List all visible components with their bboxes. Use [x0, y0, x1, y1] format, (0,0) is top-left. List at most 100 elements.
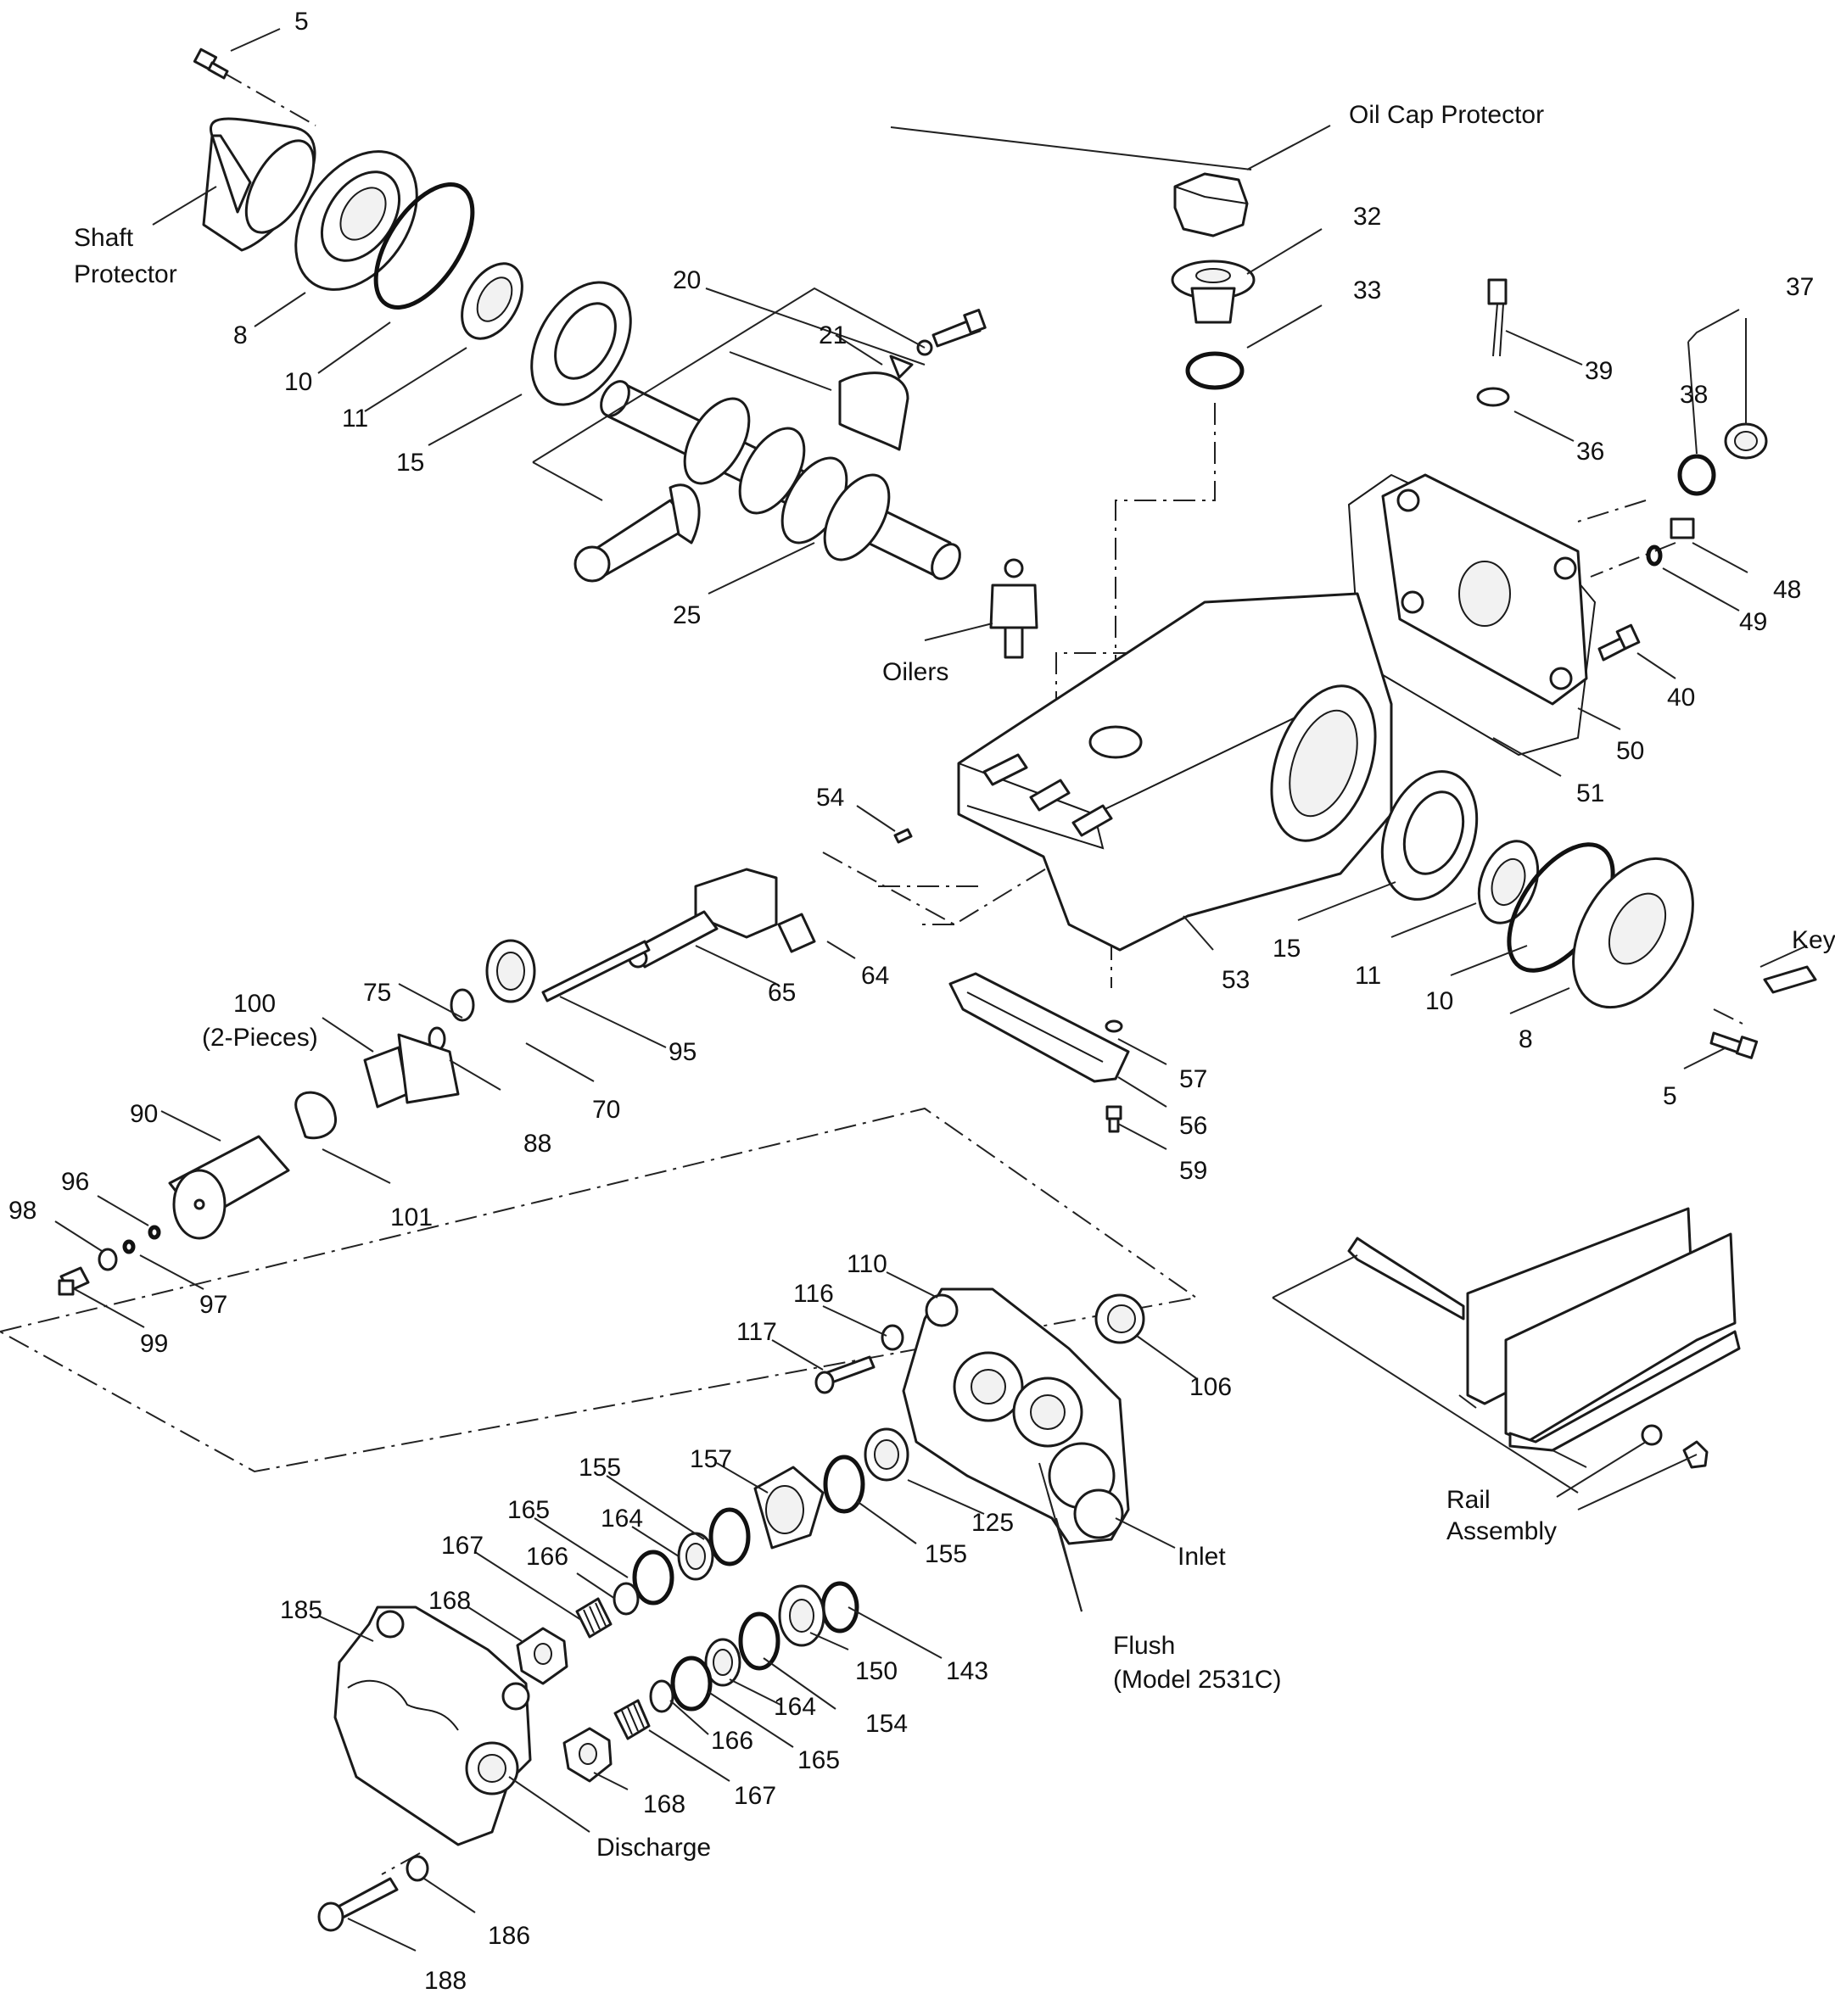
label-167-a: 167	[441, 1532, 484, 1560]
o-ring-165-b	[670, 1656, 713, 1712]
label-40: 40	[1667, 684, 1695, 712]
bearing-15-right	[1380, 770, 1479, 901]
label-185: 185	[280, 1596, 322, 1624]
label-8-left: 8	[233, 321, 248, 349]
label-21: 21	[819, 321, 847, 349]
washer-57	[1105, 1019, 1123, 1033]
oil-seal-11-left	[461, 262, 523, 340]
label-discharge: Discharge	[596, 1834, 711, 1862]
label-155-a: 155	[579, 1454, 621, 1482]
label-37: 37	[1786, 273, 1814, 301]
retainer-168-b	[562, 1727, 613, 1783]
label-117: 117	[736, 1318, 777, 1346]
bolt-117	[814, 1355, 876, 1394]
label-rail-assembly: Assembly	[1446, 1517, 1557, 1545]
label-155-b: 155	[925, 1540, 967, 1568]
shaft-protector-part	[202, 117, 316, 252]
bearing-15-left	[530, 281, 632, 406]
label-100-pieces: (2-Pieces)	[202, 1024, 318, 1052]
label-65: 65	[768, 979, 796, 1007]
label-25: 25	[673, 601, 701, 629]
oiler-part	[989, 558, 1038, 659]
bearing-cover-8-right	[1572, 857, 1694, 1009]
o-ring-10-left	[373, 182, 475, 310]
retainer-70	[485, 939, 536, 1003]
label-157: 157	[690, 1445, 732, 1473]
label-flush-model: (Model 2531C)	[1113, 1666, 1281, 1694]
label-32: 32	[1353, 203, 1381, 231]
label-165-a: 165	[507, 1496, 550, 1524]
label-70: 70	[592, 1096, 620, 1124]
label-167-b: 167	[734, 1782, 776, 1810]
manifold-110	[902, 1287, 1130, 1545]
label-166-a: 166	[526, 1543, 568, 1571]
label-150: 150	[855, 1657, 898, 1685]
label-168-b: 168	[643, 1790, 685, 1818]
bolt-188	[317, 1877, 399, 1932]
label-39: 39	[1585, 357, 1613, 385]
discharge-manifold-185	[333, 1606, 532, 1846]
screw-59	[1105, 1105, 1122, 1133]
oil-cap-32	[1171, 260, 1256, 324]
label-51: 51	[1576, 779, 1604, 807]
retainer-101	[294, 1091, 337, 1140]
seal-106	[1094, 1293, 1145, 1344]
label-188: 188	[424, 1967, 467, 1995]
seal-125	[864, 1427, 909, 1482]
label-key: Key	[1792, 926, 1835, 954]
o-ring-143	[820, 1581, 859, 1633]
label-53: 53	[1222, 966, 1250, 994]
label-flush: Flush	[1113, 1632, 1175, 1660]
label-57: 57	[1179, 1065, 1207, 1093]
label-96: 96	[61, 1168, 89, 1196]
label-95: 95	[669, 1038, 697, 1066]
label-48: 48	[1773, 576, 1801, 604]
label-116: 116	[793, 1280, 834, 1308]
label-49: 49	[1739, 608, 1767, 636]
label-36: 36	[1576, 438, 1604, 466]
label-88: 88	[523, 1130, 551, 1158]
o-ring-96	[148, 1225, 161, 1240]
label-164-a: 164	[601, 1505, 643, 1533]
rail-assembly-part	[1347, 1207, 1741, 1469]
bearing-cover-8-left	[294, 150, 418, 291]
label-5-right: 5	[1663, 1082, 1677, 1110]
label-11-left: 11	[342, 405, 368, 433]
pin-64	[777, 913, 816, 953]
o-ring-155-b	[708, 1507, 751, 1566]
label-106: 106	[1189, 1373, 1232, 1401]
label-143: 143	[946, 1657, 988, 1685]
label-5-top: 5	[294, 8, 309, 36]
valve-164-b	[704, 1638, 741, 1687]
o-ring-165-a	[632, 1550, 674, 1606]
label-rail: Rail	[1446, 1486, 1491, 1514]
bolt-20	[916, 309, 987, 356]
valve-seat-157	[753, 1466, 825, 1550]
label-100: 100	[233, 990, 276, 1018]
label-oil-cap-protector: Oil Cap Protector	[1349, 101, 1544, 129]
key-part	[1763, 965, 1817, 994]
washer-116	[881, 1324, 904, 1351]
o-ring-97	[122, 1239, 136, 1254]
label-166-b: 166	[711, 1727, 753, 1755]
gasket-36	[1476, 387, 1510, 407]
label-101: 101	[390, 1203, 433, 1231]
bolt-5-right	[1709, 1031, 1759, 1059]
label-shaft-protector-line2: Protector	[74, 260, 177, 288]
plug-37	[1724, 422, 1768, 460]
crankcase-53	[957, 592, 1393, 952]
retainer-168-a	[516, 1627, 568, 1685]
label-oilers: Oilers	[882, 658, 948, 686]
label-164-b: 164	[774, 1693, 816, 1721]
label-110: 110	[847, 1250, 887, 1278]
label-154: 154	[865, 1710, 908, 1738]
label-97: 97	[199, 1291, 227, 1319]
label-90: 90	[130, 1100, 158, 1128]
o-ring-154	[738, 1611, 780, 1671]
o-ring-33	[1185, 351, 1245, 390]
plunger-stud-95	[541, 940, 651, 1002]
plug-48	[1670, 517, 1695, 539]
leader-lines	[54, 28, 1808, 1952]
washer-98	[98, 1248, 118, 1271]
label-125: 125	[971, 1509, 1014, 1537]
